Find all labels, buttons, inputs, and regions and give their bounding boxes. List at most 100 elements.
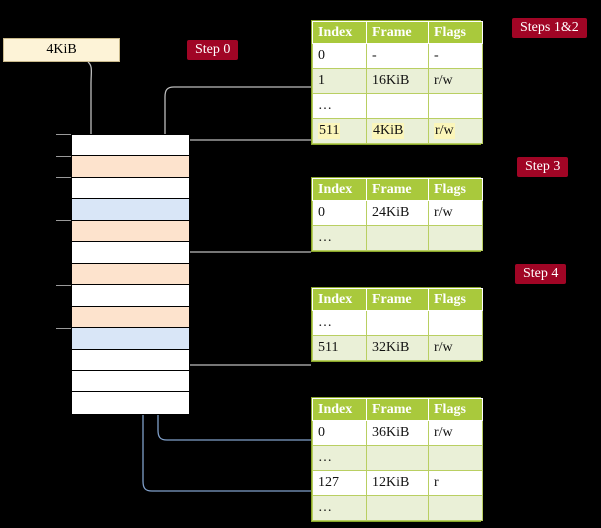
highlighted-value: 511 bbox=[318, 123, 341, 139]
memory-tick bbox=[56, 285, 71, 286]
table-cell bbox=[428, 310, 483, 336]
table-cell: 0 bbox=[312, 200, 367, 226]
table-cell bbox=[428, 225, 483, 251]
table-cell: 32KiB bbox=[366, 335, 429, 361]
table-cell: r/w bbox=[428, 420, 483, 446]
table-row: … bbox=[312, 445, 483, 471]
physical-memory-column bbox=[71, 134, 190, 415]
memory-frame-row bbox=[72, 156, 189, 178]
table-cell: r/w bbox=[428, 118, 483, 144]
wire-l3-row511-to-frame bbox=[171, 309, 311, 366]
column-header-frame: Frame bbox=[366, 398, 429, 421]
column-header-index: Index bbox=[312, 398, 367, 421]
table-cell: 1 bbox=[312, 68, 367, 94]
column-header-flags: Flags bbox=[428, 398, 483, 421]
table-cell bbox=[428, 93, 483, 119]
badge-step-3: Step 3 bbox=[517, 157, 569, 177]
table-cell bbox=[428, 495, 483, 521]
column-header-index: Index bbox=[312, 288, 367, 311]
table-cell bbox=[366, 225, 429, 251]
table-cell: 511 bbox=[312, 335, 367, 361]
memory-frame-row bbox=[72, 370, 189, 393]
table-cell: 4KiB bbox=[366, 118, 429, 144]
table-cell: r bbox=[428, 470, 483, 496]
table-cell: 12KiB bbox=[366, 470, 429, 496]
memory-tick bbox=[56, 134, 71, 135]
table-cell: 127 bbox=[312, 470, 367, 496]
column-header-flags: Flags bbox=[428, 288, 483, 311]
table-cell: 16KiB bbox=[366, 68, 429, 94]
memory-tick bbox=[56, 177, 71, 178]
table-cell: r/w bbox=[428, 335, 483, 361]
table-row: … bbox=[312, 225, 483, 251]
column-header-frame: Frame bbox=[366, 21, 429, 44]
source-frame-box: 4KiB bbox=[3, 38, 120, 62]
table-cell bbox=[366, 445, 429, 471]
memory-frame-row bbox=[72, 263, 189, 286]
table-cell: 36KiB bbox=[366, 420, 429, 446]
table-cell: … bbox=[312, 445, 367, 471]
column-header-index: Index bbox=[312, 21, 367, 44]
column-header-flags: Flags bbox=[428, 178, 483, 201]
column-header-frame: Frame bbox=[366, 178, 429, 201]
memory-frame-row bbox=[72, 220, 189, 243]
table-row: 511 4KiB r/w bbox=[312, 118, 483, 144]
memory-tick bbox=[56, 156, 71, 157]
table-cell bbox=[428, 445, 483, 471]
table-cell: - bbox=[428, 43, 483, 69]
table-cell: … bbox=[312, 310, 367, 336]
table-cell bbox=[366, 93, 429, 119]
memory-tick bbox=[56, 328, 71, 329]
table-cell: … bbox=[312, 495, 367, 521]
table-row: … bbox=[312, 93, 483, 119]
badge-step-0: Step 0 bbox=[187, 40, 239, 60]
highlighted-value: r/w bbox=[434, 123, 455, 139]
wire-l2-row0-to-frame bbox=[176, 251, 311, 294]
table-cell bbox=[366, 310, 429, 336]
wire-l1-row511-to-frame bbox=[174, 139, 311, 156]
table-cell: - bbox=[366, 43, 429, 69]
table-cell: 0 bbox=[312, 43, 367, 69]
column-header-index: Index bbox=[312, 178, 367, 201]
column-header-flags: Flags bbox=[428, 21, 483, 44]
source-frame-label: 4KiB bbox=[46, 42, 77, 57]
table-row: … bbox=[312, 495, 483, 521]
table-cell: … bbox=[312, 225, 367, 251]
memory-frame-row bbox=[72, 328, 189, 350]
memory-tick bbox=[56, 220, 71, 221]
table-cell: 0 bbox=[312, 420, 367, 446]
table-cell: 511 bbox=[312, 118, 367, 144]
memory-frame-row bbox=[72, 242, 189, 264]
column-header-frame: Frame bbox=[366, 288, 429, 311]
memory-frame-row bbox=[72, 285, 189, 307]
table-cell: r/w bbox=[428, 200, 483, 226]
memory-frame-row bbox=[72, 177, 189, 200]
table-cell: r/w bbox=[428, 68, 483, 94]
highlighted-value: 4KiB bbox=[372, 123, 405, 139]
memory-frame-row bbox=[72, 199, 189, 221]
table-cell: … bbox=[312, 93, 367, 119]
memory-frame-row bbox=[72, 349, 189, 371]
memory-frame-row bbox=[72, 392, 189, 414]
table-row: 0-- bbox=[312, 43, 483, 69]
table-row: … bbox=[312, 310, 483, 336]
table-cell: 24KiB bbox=[366, 200, 429, 226]
table-cell bbox=[366, 495, 429, 521]
badge-steps-1-2: Steps 1&2 bbox=[512, 18, 587, 38]
memory-frame-row bbox=[72, 135, 189, 157]
badge-step-4: Step 4 bbox=[515, 264, 567, 284]
